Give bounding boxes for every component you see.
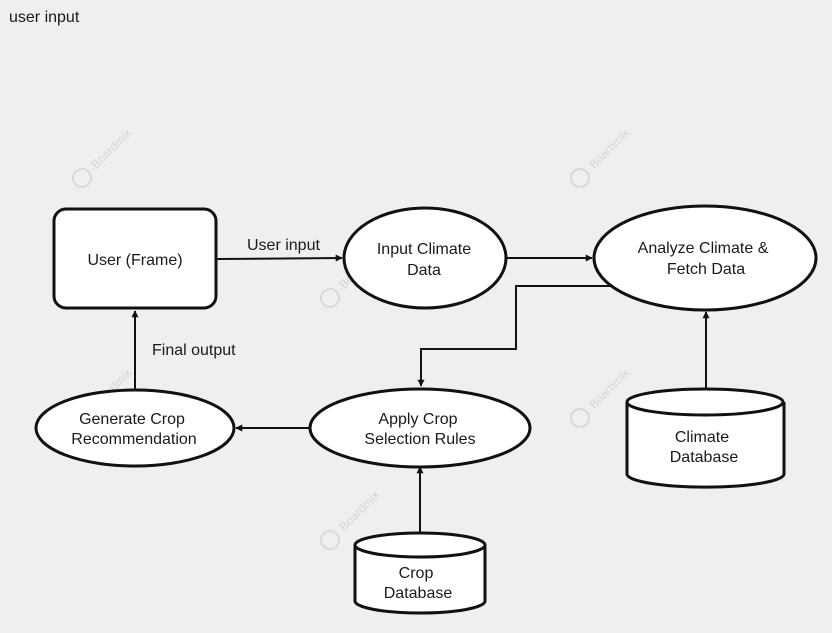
edge-label-final-output: Final output <box>152 342 236 359</box>
page-title: user input <box>9 9 80 26</box>
node-label-line-2: Selection Rules <box>364 431 475 448</box>
node-input-climate-data[interactable]: Input Climate Data <box>342 206 508 310</box>
node-analyze-climate[interactable]: Analyze Climate & Fetch Data <box>592 204 818 312</box>
node-label-line-2: Recommendation <box>71 431 196 448</box>
node-label-line-1: Climate <box>675 429 729 446</box>
node-crop-database[interactable]: Crop Database <box>353 531 487 615</box>
node-climate-database[interactable]: Climate Database <box>625 387 786 489</box>
edge-analyze-to-apply-rules <box>417 285 610 387</box>
watermark-group: Boardmix Boardmix Boardmix Boardmix Boar… <box>72 126 632 550</box>
node-apply-crop-rules[interactable]: Apply Crop Selection Rules <box>308 387 532 469</box>
node-label-line-1: Analyze Climate & <box>638 240 769 257</box>
svg-text:Boardmix: Boardmix <box>336 488 382 534</box>
watermark: Boardmix <box>570 126 632 188</box>
node-label-line-2: Database <box>670 449 739 466</box>
node-label-line-2: Fetch Data <box>667 261 745 278</box>
node-label-line-2: Database <box>384 585 453 602</box>
node-label-line-1: Crop <box>399 565 434 582</box>
edge-user-to-input-climate <box>215 254 343 262</box>
edges: User input Final output <box>131 237 710 533</box>
node-generate-crop-recommendation[interactable]: Generate Crop Recommendation <box>34 388 236 468</box>
node-label-line-1: Generate Crop <box>79 411 185 428</box>
svg-text:Boardmix: Boardmix <box>586 366 632 412</box>
node-user-frame[interactable]: User (Frame) <box>52 207 218 310</box>
node-label-line-1: Input Climate <box>377 241 471 258</box>
edge-label-user-input: User input <box>247 237 320 254</box>
watermark: Boardmix <box>72 126 134 188</box>
watermark: Boardmix <box>570 366 632 428</box>
svg-text:Boardmix: Boardmix <box>88 126 134 172</box>
node-label: User (Frame) <box>87 252 182 269</box>
svg-text:Boardmix: Boardmix <box>586 126 632 172</box>
node-label-line-2: Data <box>407 262 441 279</box>
node-label-line-1: Apply Crop <box>378 411 457 428</box>
